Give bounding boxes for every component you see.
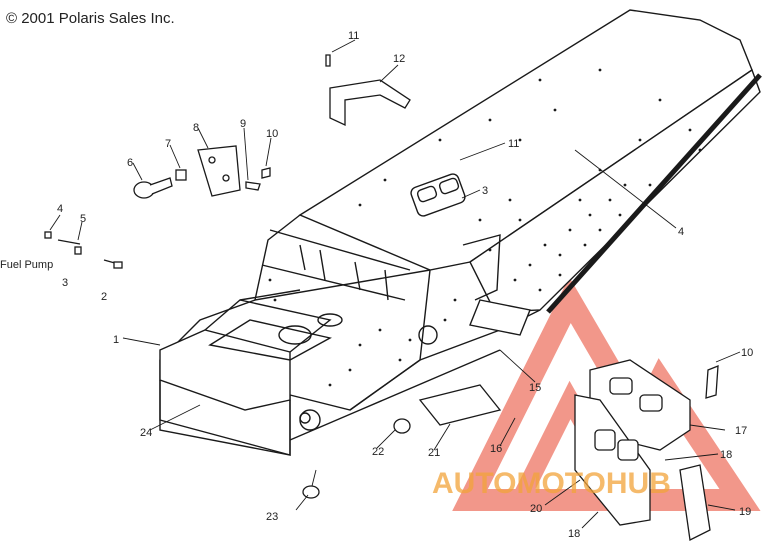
- callout-23: 23: [266, 511, 278, 523]
- callout-15: 15: [529, 382, 541, 394]
- small-parts: [44, 54, 719, 541]
- callout-1: 1: [113, 334, 119, 346]
- chassis-tunnel: [159, 9, 762, 456]
- callout-19: 19: [739, 506, 751, 518]
- callout-22: 22: [372, 446, 384, 458]
- callout-12: 12: [393, 53, 405, 65]
- callout-2: 2: [101, 291, 107, 303]
- callout-4b: 4: [57, 203, 63, 215]
- fuel-pump-label: Fuel Pump: [0, 259, 53, 271]
- copyright-notice: © 2001 Polaris Sales Inc.: [6, 10, 175, 27]
- callout-7: 7: [165, 138, 171, 150]
- callout-24: 24: [140, 427, 152, 439]
- callout-18a: 18: [720, 449, 732, 461]
- callout-labels: 11 12 6 7 8 9 10 11 3 4 4 5 Fuel Pump 3 …: [0, 30, 753, 540]
- watermark-text: AUTOMOTOHUB: [432, 467, 671, 500]
- callout-10a: 10: [266, 128, 278, 140]
- callout-6: 6: [127, 157, 133, 169]
- perforation-dots: [268, 68, 702, 387]
- callout-3a: 3: [482, 185, 488, 197]
- callout-4a: 4: [678, 226, 684, 238]
- callout-3b: 3: [62, 277, 68, 289]
- callout-10b: 10: [741, 347, 753, 359]
- callout-16: 16: [490, 443, 502, 455]
- callout-8: 8: [193, 122, 199, 134]
- callout-21: 21: [428, 447, 440, 459]
- callout-5: 5: [80, 213, 86, 225]
- callout-11b: 11: [508, 138, 519, 150]
- leader-lines: [49, 39, 741, 529]
- callout-11a: 11: [348, 30, 359, 42]
- callout-17: 17: [735, 425, 747, 437]
- callout-9: 9: [240, 118, 246, 130]
- callout-20: 20: [530, 503, 542, 515]
- callout-18b: 18: [568, 528, 580, 540]
